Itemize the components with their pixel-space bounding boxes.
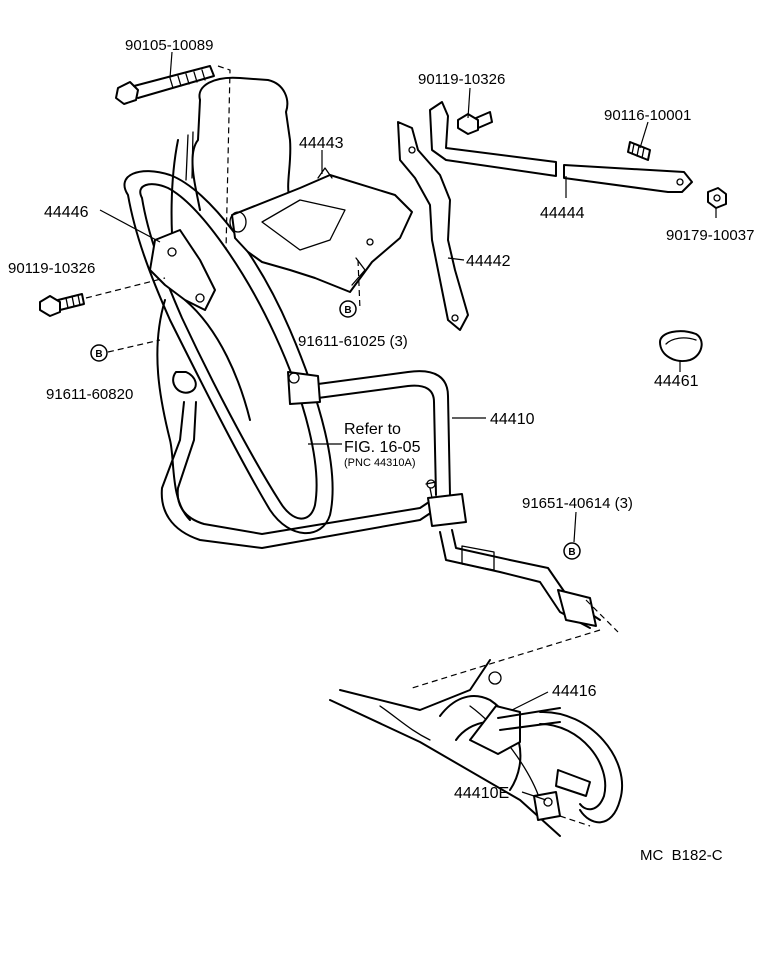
long-bolt [115,65,215,105]
label-stay: 44444 [540,205,585,222]
hose-e [533,769,591,827]
label-pulley-bracket: 44443 [299,135,344,152]
marker-b-3: B [563,542,581,560]
label-bolt-left: 90119-10326 [8,260,95,277]
label-hose-e: 44410E [454,785,509,802]
leader-lines [99,51,717,801]
dashed-guide-rack [411,629,601,689]
refer-line-1: Refer to [344,421,401,438]
refer-line-2: FIG. 16-05 [344,439,421,456]
marker-b-1: B [339,300,357,318]
label-tube: 44416 [552,683,597,700]
steering-rack [329,659,561,837]
label-hose-pipe: 44410 [490,411,535,428]
svg-text:B: B [95,349,102,360]
hose-pipe [160,370,619,633]
drive-belt [123,170,334,535]
stud [627,141,651,161]
dashed-guide-left-bolt [85,277,166,299]
label-clamp: 91651-40614 (3) [522,495,633,512]
label-bolt-top: 90105-10089 [125,37,213,54]
label-bolt-bracket: 90119-10326 [418,71,505,88]
bracket-arm [397,121,469,331]
dashed-guide-marker-b2 [107,339,161,353]
flange-bolt-upper [457,111,493,135]
stay-rod [429,101,693,193]
belt-guard [149,229,216,311]
dashed-guide-top [217,65,231,251]
flange-bolt-left [39,293,85,317]
pump-body [156,76,292,521]
cap [659,330,703,362]
label-belt-guard: 44446 [44,204,89,221]
label-cap: 44461 [654,373,699,390]
label-nut: 90179-10037 [666,227,754,244]
label-bracket-arm: 44442 [466,253,511,270]
svg-text:B: B [568,547,575,558]
label-clip-left: 91611-60820 [46,386,133,403]
label-bolt-b: 91611-61025 (3) [298,333,408,350]
dashed-guide-bracket [357,259,361,311]
marker-b-2: B [90,344,108,362]
tube [469,705,623,824]
refer-line-3: (PNC 44310A) [344,457,416,469]
svg-text:B: B [344,305,351,316]
pulley-bracket [229,167,413,293]
diagram-code: MC B182-C [640,847,723,864]
nut [707,187,727,209]
label-stud: 90116-10001 [604,107,691,124]
